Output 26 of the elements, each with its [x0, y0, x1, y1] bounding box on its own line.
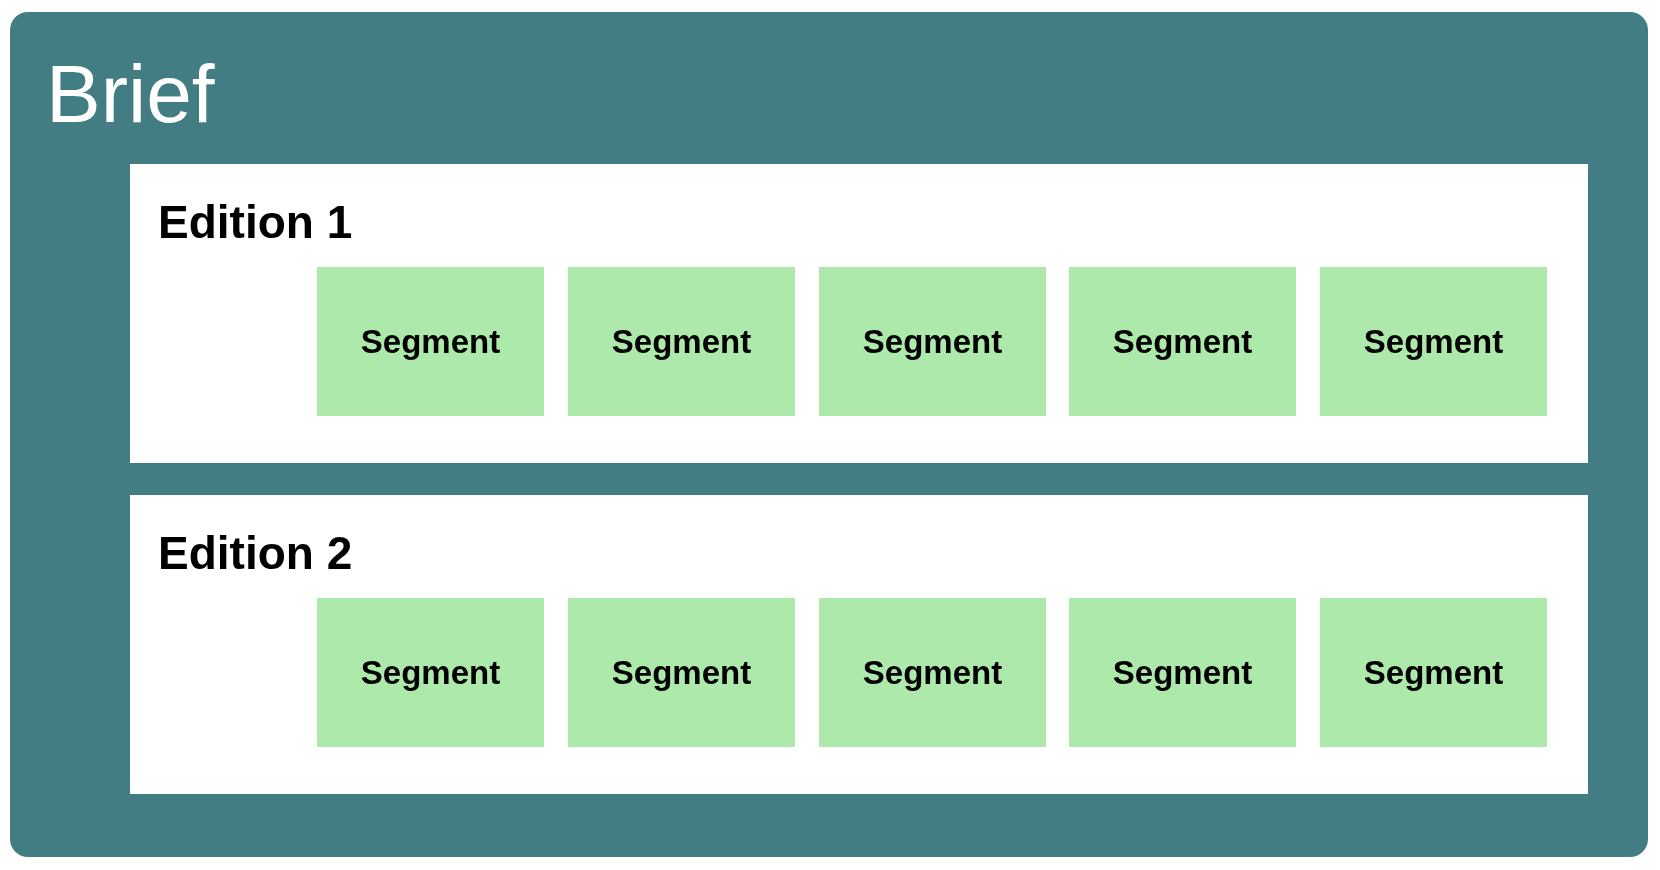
edition-title: Edition 1: [158, 199, 353, 245]
segment-box: [819, 267, 1046, 416]
segment-box: [1320, 267, 1547, 416]
edition-panel: [130, 164, 1588, 463]
segment-label: Segment: [611, 656, 752, 689]
panel-title: Brief: [46, 53, 215, 135]
segment-box: [1320, 598, 1547, 747]
segment-label: Segment: [1363, 325, 1504, 358]
segment-label: Segment: [862, 325, 1003, 358]
segment-box: [568, 267, 795, 416]
edition-panel: [130, 495, 1588, 794]
segment-label: Segment: [360, 656, 501, 689]
edition-title: Edition 2: [158, 530, 353, 576]
segment-label: Segment: [862, 656, 1003, 689]
outer-panel: [10, 12, 1648, 857]
segment-box: [819, 598, 1046, 747]
segment-box: [1069, 267, 1296, 416]
segment-box: [317, 598, 544, 747]
segment-label: Segment: [1363, 656, 1504, 689]
segment-box: [1069, 598, 1296, 747]
segment-box: [317, 267, 544, 416]
segment-label: Segment: [360, 325, 501, 358]
segment-box: [568, 598, 795, 747]
segment-label: Segment: [611, 325, 752, 358]
segment-label: Segment: [1112, 656, 1253, 689]
segment-label: Segment: [1112, 325, 1253, 358]
